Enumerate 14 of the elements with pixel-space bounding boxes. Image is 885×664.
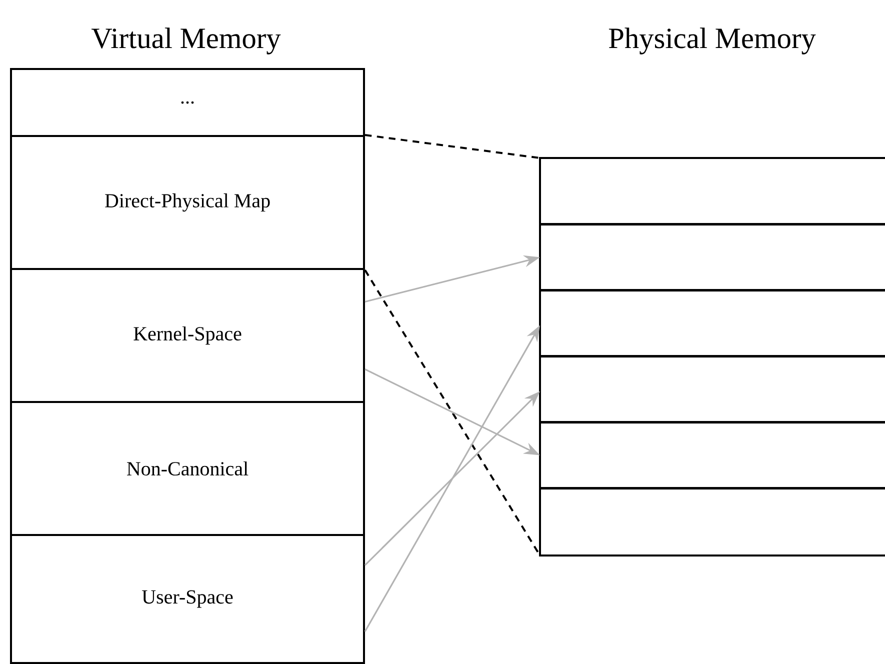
dashed-line xyxy=(364,134,540,159)
memory-frame xyxy=(539,223,885,292)
heading: Virtual Memory xyxy=(92,28,281,54)
heading: Physical Memory xyxy=(608,28,816,54)
memory-region-box: Kernel-Space xyxy=(10,268,365,403)
memory-frame xyxy=(539,487,885,557)
memory-region-box: User-Space xyxy=(10,534,365,664)
memory-frame xyxy=(539,289,885,358)
memory-region-box: Non-Canonical xyxy=(10,401,365,536)
memory-region-box: Direct-Physical Map xyxy=(10,135,365,270)
memory-region-box: ... xyxy=(10,68,365,137)
memory-frame xyxy=(539,157,885,226)
memory-frame xyxy=(539,421,885,490)
memory-frame xyxy=(539,355,885,424)
